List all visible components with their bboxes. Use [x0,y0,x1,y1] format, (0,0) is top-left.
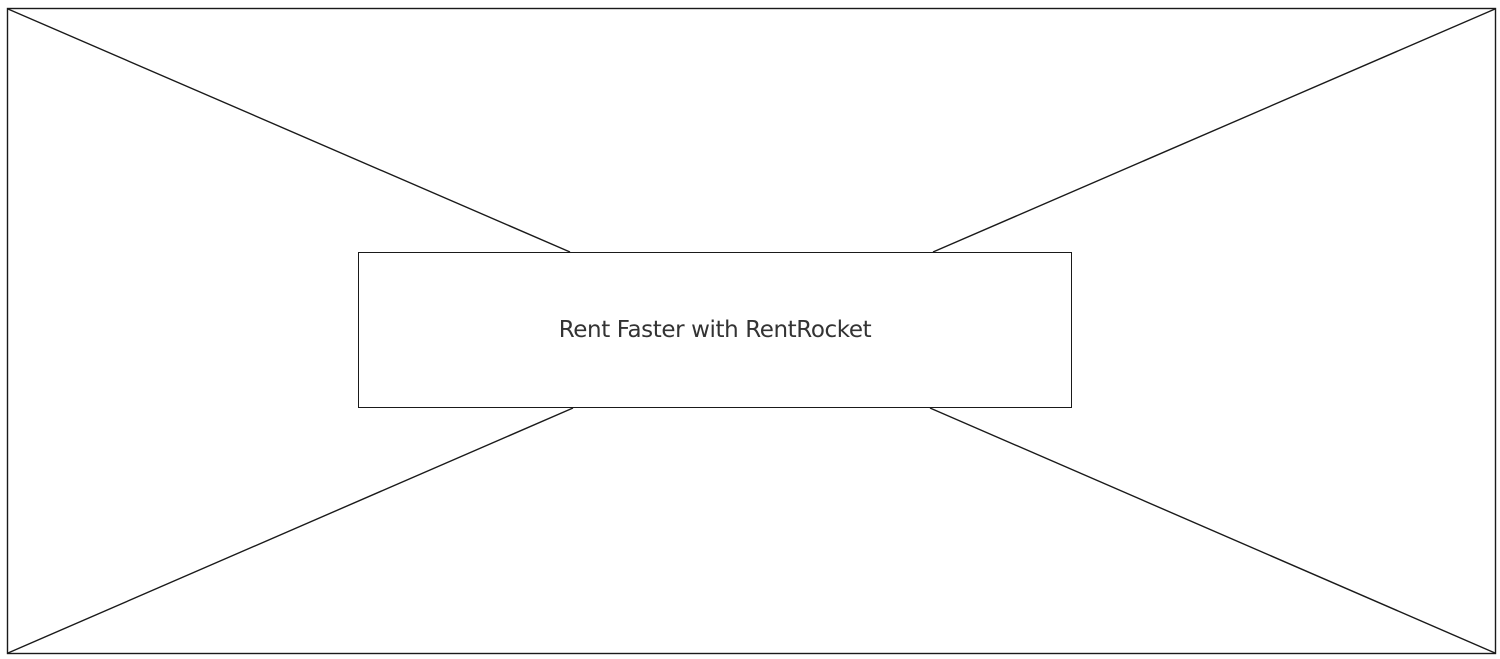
diagonal-top-left [7,8,571,253]
caption-text: Rent Faster with RentRocket [558,317,872,343]
placeholder-border [6,7,1497,655]
caption-box: Rent Faster with RentRocket [358,252,1072,408]
diagonal-bottom-right [929,407,1496,654]
diagonal-bottom-left [7,407,574,654]
diagonal-top-right [932,8,1496,253]
